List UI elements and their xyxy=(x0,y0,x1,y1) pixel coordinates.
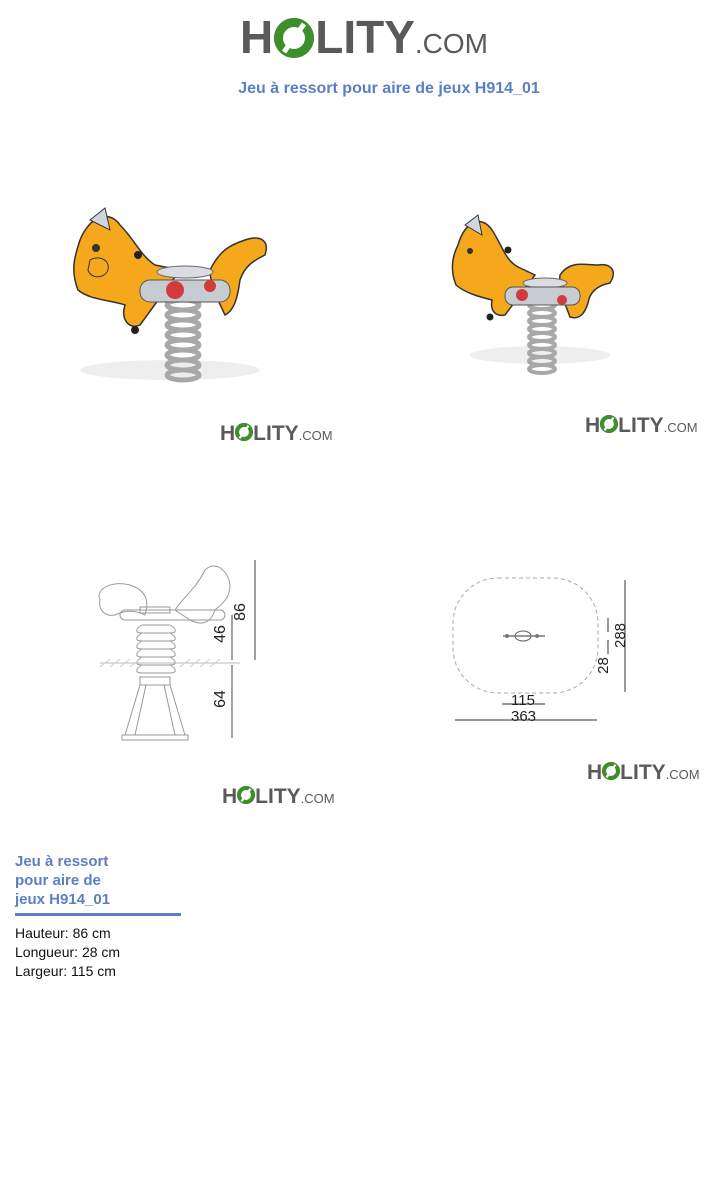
technical-drawing-side[interactable]: 86 46 64 xyxy=(90,555,270,745)
dimension-label-115: 115 xyxy=(511,692,535,709)
logo-o-icon xyxy=(274,17,315,58)
logo-letter-h: H xyxy=(585,414,601,437)
dimension-label-86: 86 xyxy=(231,603,249,621)
spec-length: Longueur: 28 cm xyxy=(15,944,121,960)
technical-drawing-side-icon xyxy=(98,560,256,741)
logo-letter-h: H xyxy=(220,422,236,445)
logo-letter-h: H xyxy=(587,761,603,784)
page-title: Jeu à ressort pour aire de jeux H914_01 xyxy=(238,80,540,97)
dimension-label-64: 64 xyxy=(211,690,229,708)
logo-com: .COM xyxy=(300,791,335,806)
logo-letters: LITY xyxy=(255,785,301,808)
dimension-label-46: 46 xyxy=(211,625,229,643)
spring-rider-horse-side-icon xyxy=(73,207,267,383)
product-side-title: Jeu à ressort pour aire de jeux H914_01 xyxy=(15,853,111,908)
logo-com: .COM xyxy=(665,767,700,782)
logo-o-icon xyxy=(602,762,621,781)
title-underline xyxy=(15,913,181,916)
technical-drawing-top[interactable]: 288 28 115 363 xyxy=(445,570,640,730)
spec-list: Hauteur: 86 cm Longueur: 28 cm Largeur: … xyxy=(15,924,120,981)
logo-letters: LITY xyxy=(253,422,299,445)
logo-letters: LITY xyxy=(618,414,664,437)
watermark-logo-4: H LITY.COM xyxy=(587,762,700,783)
logo-letter-h: H xyxy=(222,785,238,808)
technical-drawing-top-icon xyxy=(452,577,626,721)
logo-com: .COM xyxy=(663,420,698,435)
product-image-side[interactable] xyxy=(60,200,280,390)
logo-com: .COM xyxy=(298,428,333,443)
logo-letter-h: H xyxy=(240,11,274,63)
logo-com: .COM xyxy=(414,28,489,59)
logo-letters: LITY xyxy=(315,11,415,63)
logo-letters: LITY xyxy=(620,761,666,784)
dimension-label-28: 28 xyxy=(594,657,612,674)
dimension-label-288: 288 xyxy=(612,622,630,649)
dimension-label-363: 363 xyxy=(511,708,537,725)
watermark-logo-1: H LITY.COM xyxy=(220,423,333,444)
watermark-logo-2: H LITY.COM xyxy=(585,415,698,436)
spec-width: Largeur: 115 cm xyxy=(15,963,116,979)
logo-o-icon xyxy=(600,415,619,434)
product-image-perspective[interactable] xyxy=(440,205,630,380)
logo-o-icon xyxy=(237,786,256,805)
spring-rider-horse-perspective-icon xyxy=(451,214,614,375)
header-logo[interactable]: H LITY.COM xyxy=(240,14,488,61)
logo-o-icon xyxy=(235,423,254,442)
watermark-logo-3: H LITY.COM xyxy=(222,786,335,807)
spec-height: Hauteur: 86 cm xyxy=(15,925,111,941)
